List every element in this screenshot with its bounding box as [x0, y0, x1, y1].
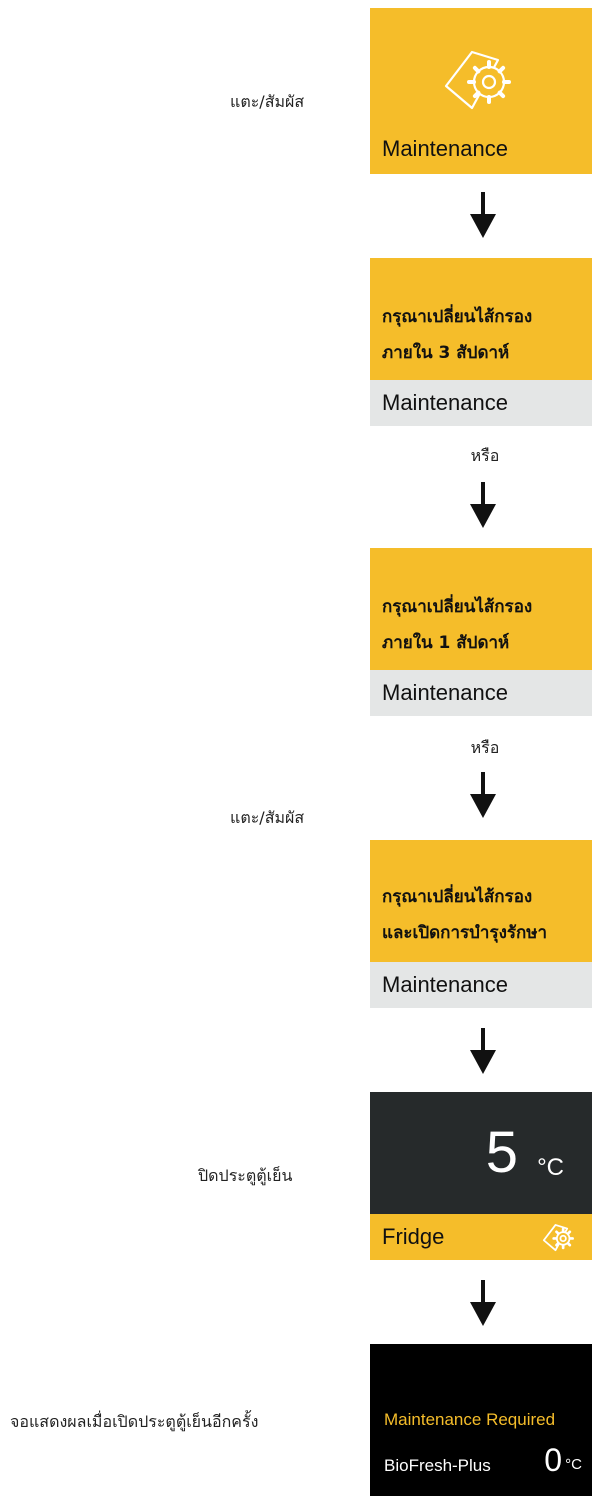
maintenance-bar[interactable]: Maintenance	[370, 962, 592, 1008]
tile-title: Maintenance	[382, 136, 508, 161]
bar-title: Maintenance	[382, 390, 508, 415]
fridge-temperature-display: 5 °C	[370, 1092, 592, 1214]
maintenance-gear-icon	[444, 50, 511, 110]
maintenance-bar[interactable]: Maintenance	[370, 380, 592, 426]
temperature-value: 0	[544, 1442, 562, 1478]
step-touch-label: แตะ/สัมผัส	[230, 92, 305, 111]
step-touch-label: แตะ/สัมผัส	[230, 808, 305, 827]
message-line-1: กรุณาเปลี่ยนไส้กรอง	[382, 597, 533, 617]
maintenance-gear-icon	[542, 1224, 574, 1252]
or-label: หรือ	[470, 738, 500, 757]
zone-label: BioFresh-Plus	[384, 1456, 491, 1475]
temperature-unit: °C	[565, 1456, 582, 1473]
message-line-2: ภายใน 1 สัปดาห์	[382, 633, 510, 653]
arrow-down-icon	[470, 1280, 496, 1326]
close-door-label: ปิดประตูตู้เย็น	[198, 1166, 293, 1185]
reopen-door-label: จอแสดงผลเมื่อเปิดประตูตู้เย็นอีกครั้ง	[10, 1412, 259, 1431]
or-label: หรือ	[470, 446, 500, 465]
maintenance-tile[interactable]: Maintenance	[370, 8, 592, 174]
arrow-down-icon	[470, 192, 496, 238]
message-line-2: และเปิดการบำรุงรักษา	[382, 923, 548, 943]
biofresh-display: Maintenance Required BioFresh-Plus 0 °C	[370, 1344, 592, 1496]
message-line-2: ภายใน 3 สัปดาห์	[382, 343, 510, 363]
temperature-unit: °C	[537, 1154, 564, 1181]
filter-change-now[interactable]: กรุณาเปลี่ยนไส้กรอง และเปิดการบำรุงรักษา	[370, 840, 592, 962]
fridge-zone-bar[interactable]: Fridge	[370, 1214, 592, 1260]
bar-title: Maintenance	[382, 972, 508, 997]
arrow-down-icon	[470, 1028, 496, 1074]
filter-warning-3-weeks: กรุณาเปลี่ยนไส้กรอง ภายใน 3 สัปดาห์	[370, 258, 592, 380]
filter-warning-1-week: กรุณาเปลี่ยนไส้กรอง ภายใน 1 สัปดาห์	[370, 548, 592, 670]
temperature-value: 5	[485, 1120, 518, 1185]
message-line-1: กรุณาเปลี่ยนไส้กรอง	[382, 307, 533, 327]
bar-title: Maintenance	[382, 680, 508, 705]
maintenance-required-alert[interactable]: Maintenance Required	[384, 1410, 556, 1429]
arrow-down-icon	[470, 482, 496, 528]
arrow-down-icon	[470, 772, 496, 818]
message-line-1: กรุณาเปลี่ยนไส้กรอง	[382, 887, 533, 907]
maintenance-bar[interactable]: Maintenance	[370, 670, 592, 716]
zone-label: Fridge	[382, 1224, 445, 1249]
